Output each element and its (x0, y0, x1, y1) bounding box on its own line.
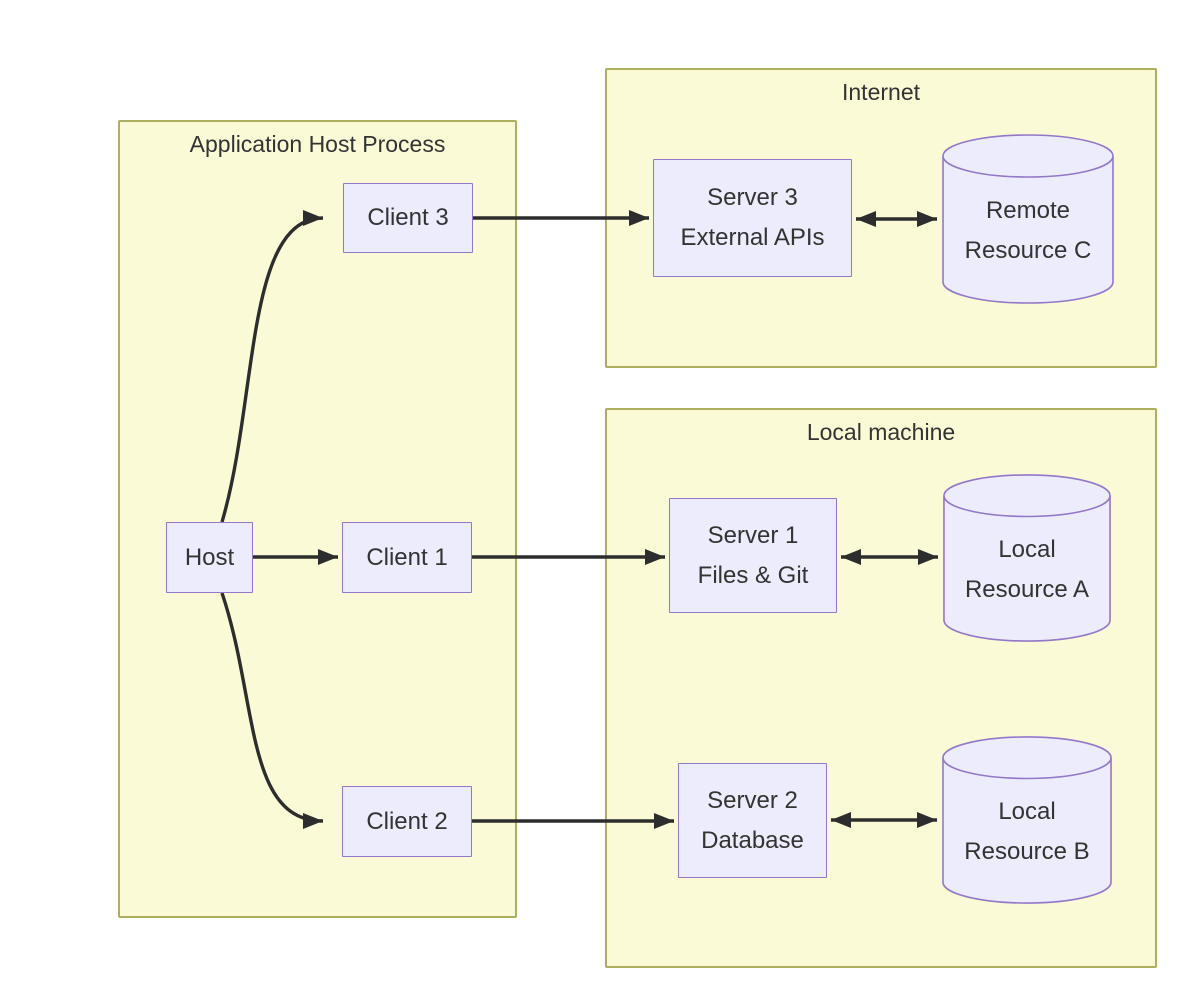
node-label-line2: External APIs (680, 224, 825, 251)
node-label-line1: Server 1 (707, 521, 799, 549)
node-label-line2: Files & Git (697, 561, 809, 589)
cylinder-local-resource-a: Local Resource A (942, 473, 1112, 643)
node-label-line1: Server 2 (707, 786, 798, 814)
node-client-3: Client 3 (343, 183, 473, 253)
container-title: Local machine (806, 419, 956, 445)
node-label-line2: Resource C (964, 237, 1092, 264)
node-host: Host (166, 522, 253, 593)
node-label: Client 1 (366, 543, 448, 571)
node-label: Client 3 (367, 204, 449, 231)
database-icon (942, 473, 1112, 643)
node-label-line1: Local (998, 798, 1056, 825)
node-client-1: Client 1 (342, 522, 472, 593)
edge-host-client2 (220, 592, 324, 829)
container-application-host-process: Application Host Process (118, 120, 517, 918)
node-label-line1: Server 3 (707, 184, 798, 211)
database-icon (941, 735, 1113, 905)
container-title: Application Host Process (189, 131, 446, 157)
node-server-3: Server 3 External APIs (653, 159, 852, 277)
node-label-line1: Local (998, 536, 1056, 563)
node-label-line1: Remote (985, 197, 1071, 224)
cylinder-remote-resource-c: Remote Resource C (941, 133, 1115, 305)
edge-host-client3 (220, 210, 324, 523)
node-client-2: Client 2 (342, 786, 472, 857)
node-server-1: Server 1 Files & Git (669, 498, 837, 613)
cylinder-local-resource-b: Local Resource B (941, 735, 1113, 905)
node-label: Host (184, 543, 235, 571)
container-title: Internet (842, 79, 920, 105)
node-label-line2: Resource B (964, 838, 1090, 865)
node-label-line2: Resource A (964, 576, 1090, 603)
node-label: Client 2 (366, 807, 448, 835)
node-server-2: Server 2 Database (678, 763, 827, 878)
node-label-line2: Database (701, 826, 804, 854)
database-icon (941, 133, 1115, 305)
